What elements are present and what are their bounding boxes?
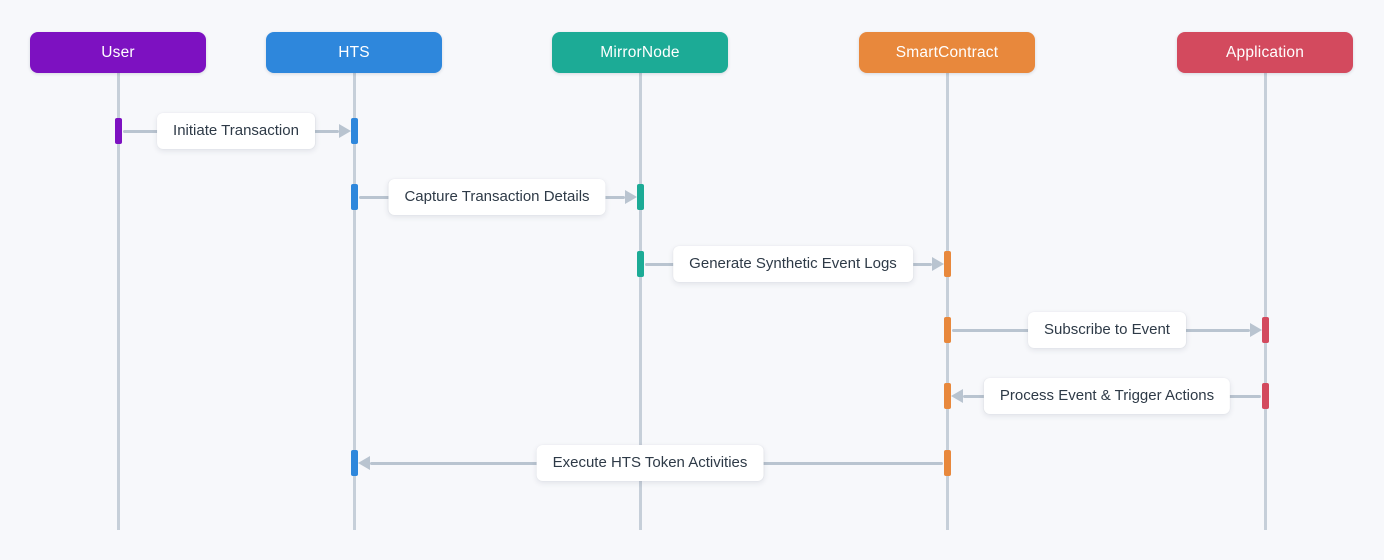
actor-label-mirrornode: MirrorNode [600,43,680,61]
actor-box-application: Application [1177,32,1353,73]
actor-box-hts: HTS [266,32,442,73]
lifeline-hts [352,73,356,530]
arrowhead-left-icon [950,389,963,403]
arrowhead-left-icon [357,456,370,470]
arrowhead-right-icon [624,190,637,204]
arrowhead-right-icon [338,124,351,138]
activation-bar-hts [350,450,358,476]
arrowhead-right-icon [1249,323,1262,337]
message-label: Subscribe to Event [1028,312,1186,348]
message-label: Execute HTS Token Activities [536,445,764,481]
message-label: Capture Transaction Details [388,179,606,215]
message-label: Initiate Transaction [157,113,315,149]
actor-label-smartcontract: SmartContract [895,43,999,61]
lifeline-mirrornode [638,73,642,530]
actor-box-smartcontract: SmartContract [859,32,1035,73]
message-label: Generate Synthetic Event Logs [673,246,913,282]
actor-label-hts: HTS [338,43,370,61]
actor-box-user: User [30,32,206,73]
actor-label-application: Application [1225,43,1305,61]
message-label: Process Event & Trigger Actions [983,378,1231,414]
activation-bar-mirrornode [636,251,644,277]
activation-bar-hts [350,184,358,210]
activation-bar-hts [350,118,358,144]
activation-bar-application [1261,383,1269,409]
activation-bar-smartcontract [943,317,951,343]
activation-bar-mirrornode [636,184,644,210]
lifeline-user [116,73,120,530]
activation-bar-smartcontract [943,251,951,277]
actor-label-user: User [101,43,135,61]
lifeline-smartcontract [945,73,949,530]
activation-bar-user [114,118,122,144]
actor-box-mirrornode: MirrorNode [552,32,728,73]
activation-bar-smartcontract [943,383,951,409]
arrowhead-right-icon [931,257,944,271]
lifeline-application [1263,73,1267,530]
activation-bar-application [1261,317,1269,343]
activation-bar-smartcontract [943,450,951,476]
